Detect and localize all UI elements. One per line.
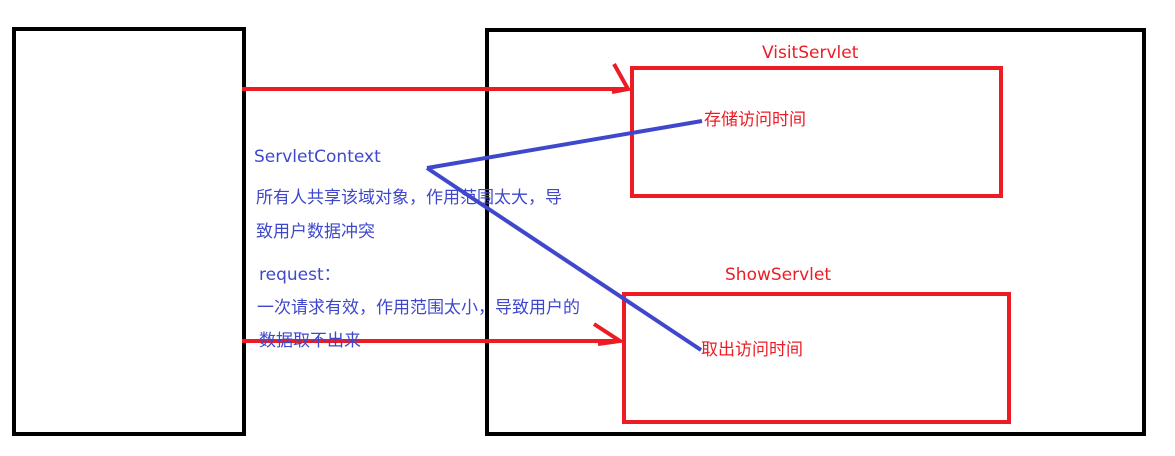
arrow-head-visit (611, 63, 632, 94)
client-box (12, 27, 246, 436)
visit-servlet-title: VisitServlet (762, 43, 859, 63)
server-box (485, 28, 1146, 436)
request-title: request： (259, 265, 341, 285)
request-desc-line1: 一次请求有效，作用范围太小，导致用户的 (257, 298, 580, 318)
context-line-visit (426, 119, 703, 170)
visit-servlet-note: 存储访问时间 (704, 110, 806, 130)
show-servlet-title: ShowServlet (725, 265, 832, 285)
servlet-context-desc-line2: 致用户数据冲突 (256, 222, 375, 242)
arrow-head-show (592, 322, 626, 346)
show-servlet-box (622, 292, 1011, 424)
context-line-show (425, 166, 703, 352)
show-servlet-note: 取出访问时间 (701, 340, 803, 360)
request-desc-line2: 数据取不出来 (259, 331, 361, 351)
servlet-context-title: ServletContext (254, 147, 381, 167)
servlet-context-desc-line1: 所有人共享该域对象，作用范围太大，导 (256, 188, 562, 208)
